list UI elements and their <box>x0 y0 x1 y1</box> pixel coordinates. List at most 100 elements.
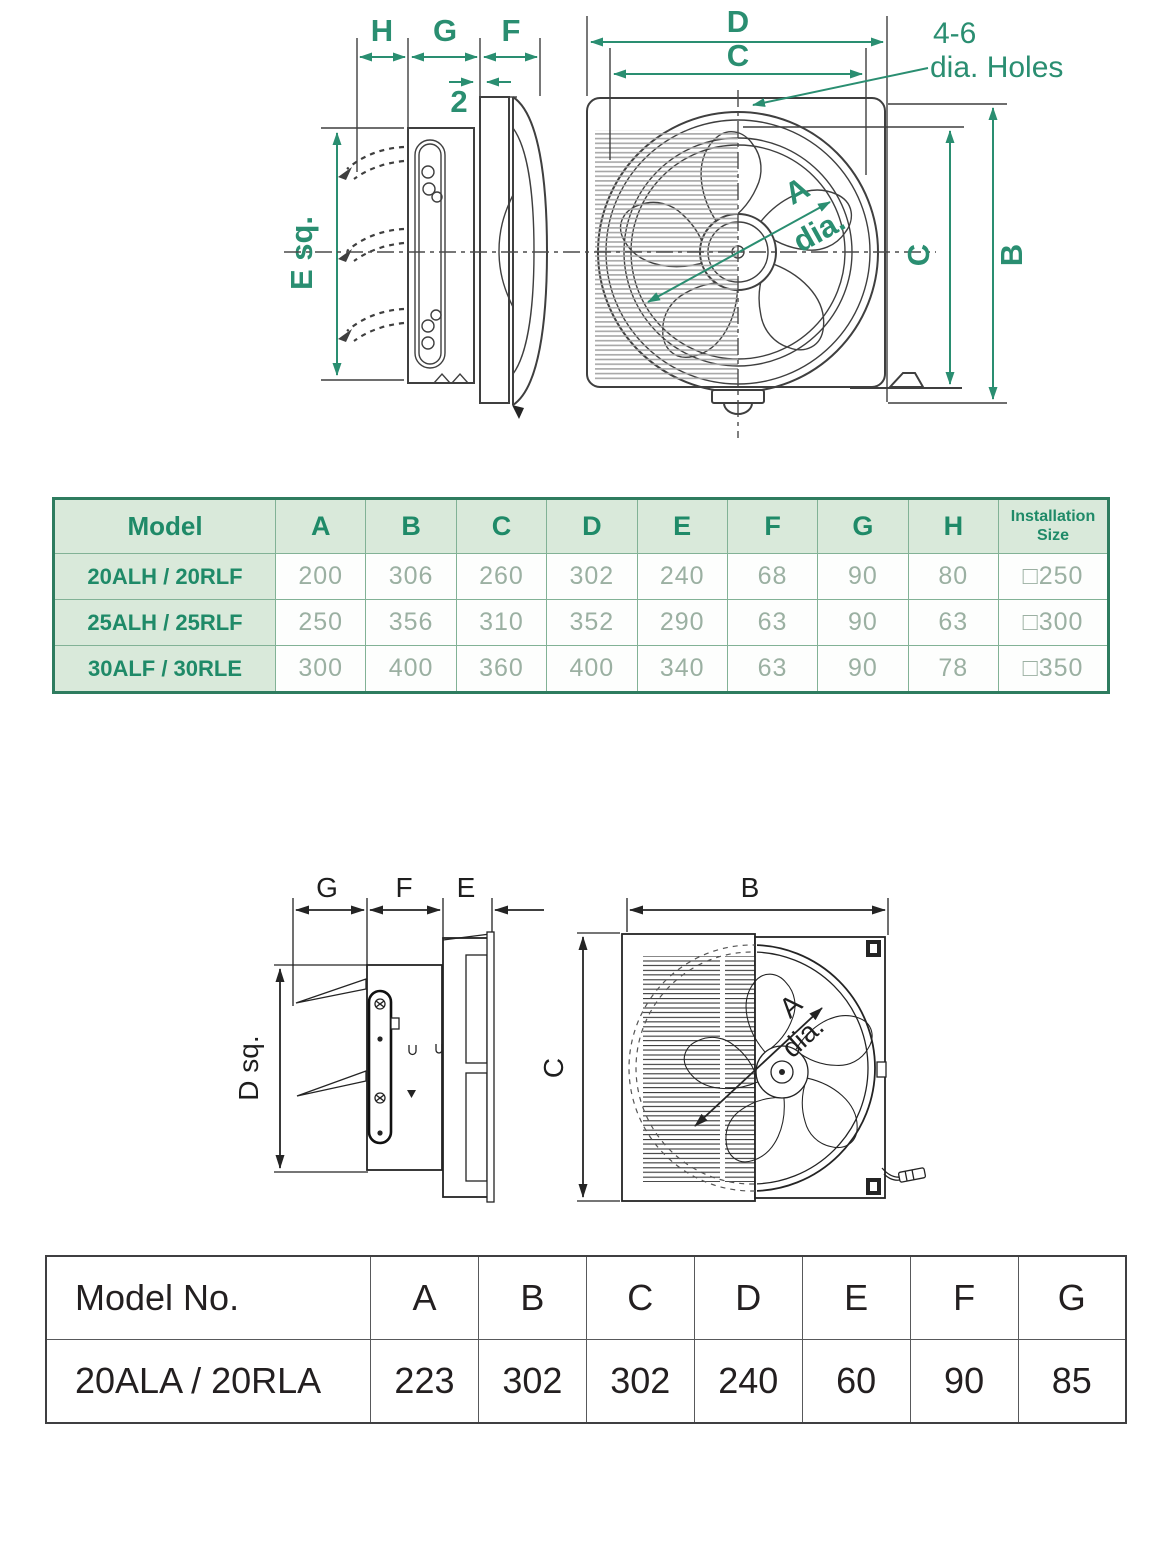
shutter-outer-curve <box>512 96 549 406</box>
dim-label-e-sq: E sq. <box>284 216 319 290</box>
table-cell: 400 <box>365 645 457 693</box>
table-cell: 63 <box>907 599 1000 646</box>
bracket-hole <box>431 191 443 203</box>
table-cell: 400 <box>546 645 638 693</box>
dim-label-h: H <box>371 13 393 48</box>
bracket-screws <box>374 998 386 1136</box>
column-header: F <box>726 498 819 554</box>
dim-arrow-a-dia <box>694 1007 823 1127</box>
table-cell: 356 <box>365 599 457 646</box>
table-cell: 306 <box>365 553 457 600</box>
table-cell: 360 <box>455 645 548 693</box>
table-cell: 300 <box>274 645 367 693</box>
column-header: C <box>455 498 548 554</box>
table-cell: 20ALA / 20RLA <box>45 1339 371 1424</box>
table-cell: 85 <box>1017 1339 1127 1424</box>
shutter-bottom-tab <box>512 405 524 419</box>
dim-label-b: B <box>994 244 1029 266</box>
table-cell: 310 <box>455 599 548 646</box>
table-cell: 78 <box>907 645 1000 693</box>
grille-louvers-left <box>643 956 720 1182</box>
dim-label-g: G <box>316 872 338 903</box>
table-cell: 250 <box>274 599 367 646</box>
panel-tab <box>433 372 451 384</box>
panel-tab <box>451 372 469 384</box>
bracket-hole <box>422 182 436 196</box>
table-cell: □250 <box>998 553 1109 600</box>
table-cell: 200 <box>274 553 367 600</box>
column-header: D <box>546 498 638 554</box>
dim-label-c-top: C <box>727 38 749 73</box>
dim-label-2: 2 <box>450 84 467 119</box>
column-header: E <box>801 1255 911 1340</box>
corner-step-bracket <box>887 372 925 388</box>
grille-hatch <box>595 130 738 380</box>
anchor-spike <box>296 1070 367 1097</box>
holes-label-line2: dia. Holes <box>930 51 1063 84</box>
column-header: D <box>693 1255 803 1340</box>
column-header: Installation Size <box>998 498 1109 554</box>
mount-bracket <box>367 989 393 1145</box>
dim-label-d: D <box>727 4 749 39</box>
bracket-hole <box>421 165 435 179</box>
table-cell: 63 <box>726 645 819 693</box>
table-cell: 352 <box>546 599 638 646</box>
table-cell: 240 <box>636 553 728 600</box>
table-cell: □300 <box>998 599 1109 646</box>
mount-plate <box>479 96 510 404</box>
table-cell: 25ALH / 25RLF <box>53 599 276 646</box>
power-cord <box>881 1167 927 1183</box>
dim-label-c: C <box>538 1058 569 1078</box>
shutter-inner-curve <box>512 127 535 375</box>
bracket-hole <box>421 319 435 333</box>
bellmouth-solid <box>757 944 876 1192</box>
dim-label-c-right: C <box>901 244 936 266</box>
column-header: G <box>817 498 909 554</box>
bottom-side-view: G F E D sq. <box>233 872 544 1203</box>
bracket-hole <box>421 336 435 350</box>
table-cell: 90 <box>817 599 909 646</box>
table-cell: 302 <box>585 1339 695 1424</box>
grille-louvers-right <box>725 956 755 1182</box>
mount-bracket-inner <box>418 143 442 365</box>
table-cell: 90 <box>817 645 909 693</box>
bottom-front-view: B C <box>538 872 927 1202</box>
column-header: F <box>909 1255 1019 1340</box>
bellmouth-edge <box>498 194 514 308</box>
airflow-arrows <box>338 145 405 342</box>
table-cell: 60 <box>801 1339 911 1424</box>
table-cell: 302 <box>546 553 638 600</box>
table-cell: 223 <box>370 1339 479 1424</box>
shutter-top-slant <box>442 933 491 941</box>
top-side-view: H G F 2 E sq. <box>284 13 549 419</box>
column-header: B <box>365 498 457 554</box>
column-header: Model No. <box>45 1255 371 1340</box>
bracket-hole <box>430 309 442 321</box>
bellmouth-dashed <box>628 944 755 1192</box>
table-cell: 302 <box>477 1339 587 1424</box>
hook-detail <box>408 1045 417 1056</box>
housing-clips <box>866 940 887 1195</box>
table-cell: 68 <box>726 553 819 600</box>
column-header: B <box>477 1255 587 1340</box>
holes-label-line1: 4-6 <box>933 17 976 50</box>
table-cell: 290 <box>636 599 728 646</box>
column-header: A <box>274 498 367 554</box>
table-cell: 20ALH / 20RLF <box>53 553 276 600</box>
top-front-view: D C 4-6 dia. Holes A dia. C B <box>284 4 1063 438</box>
table-cell: 240 <box>693 1339 803 1424</box>
column-header: Model <box>53 498 276 554</box>
mount-bracket <box>414 139 446 369</box>
column-header: C <box>585 1255 695 1340</box>
column-header: A <box>370 1255 479 1340</box>
column-header: E <box>636 498 728 554</box>
